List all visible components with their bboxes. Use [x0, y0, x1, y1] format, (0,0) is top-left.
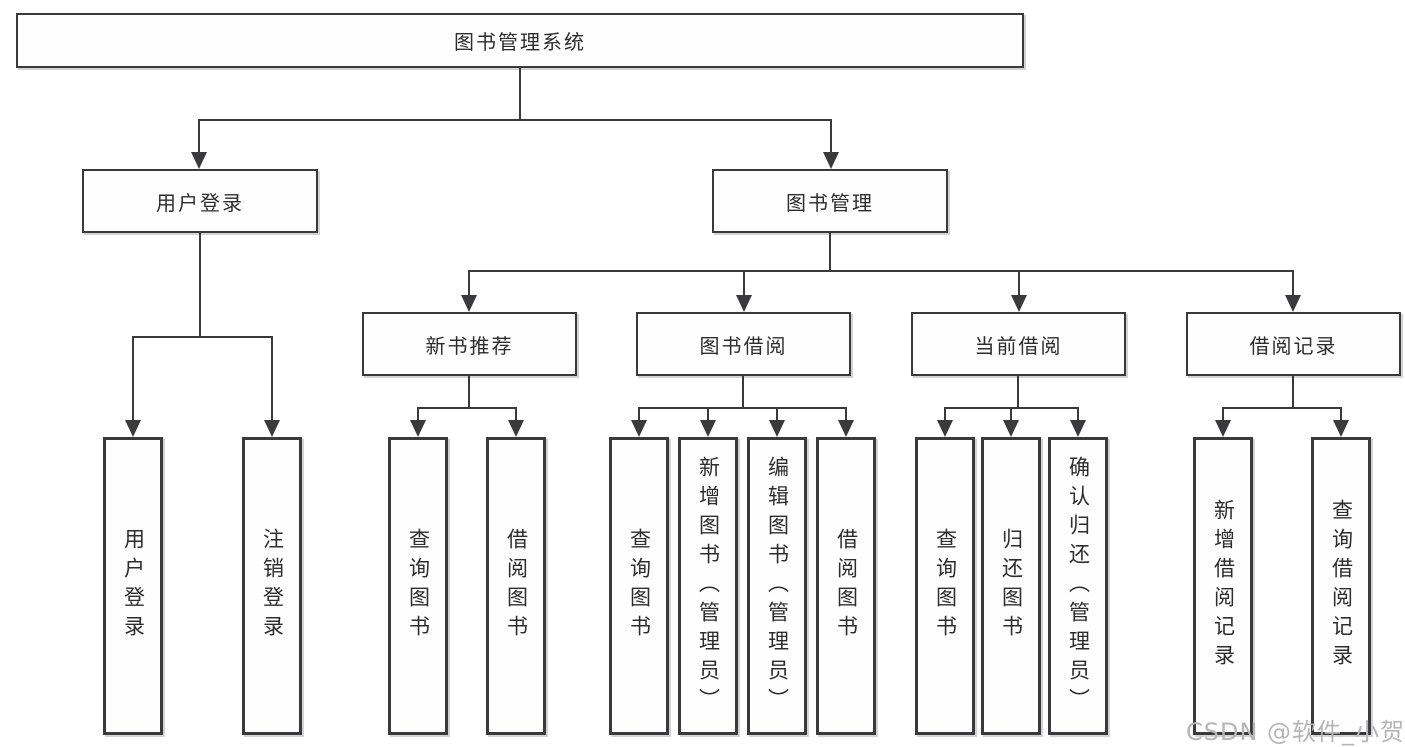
connector-vline — [1077, 407, 1079, 422]
node-book-management: 图书管理 — [712, 169, 948, 233]
arrowhead-down-icon — [410, 420, 426, 437]
leaf-return-books: 归还图书 — [981, 437, 1041, 735]
connector-vline — [468, 375, 470, 409]
leaf-label: 注销登录 — [260, 528, 285, 644]
leaf-query-books-recommend: 查询图书 — [388, 437, 448, 735]
arrowhead-down-icon — [191, 152, 207, 169]
leaf-label: 查询图书 — [627, 528, 652, 644]
connector-vline — [1340, 407, 1342, 422]
arrowhead-down-icon — [1011, 295, 1027, 312]
connector-hline — [468, 270, 1294, 272]
connector-vline — [944, 407, 946, 422]
node-label: 图书管理 — [786, 190, 874, 215]
arrowhead-down-icon — [1285, 295, 1301, 312]
node-new-book-recommendation: 新书推荐 — [362, 312, 577, 376]
arrowhead-down-icon — [736, 295, 752, 312]
arrowhead-down-icon — [1333, 420, 1349, 437]
node-label: 图书管理系统 — [454, 30, 586, 54]
connector-vline — [743, 270, 745, 297]
connector-vline — [515, 407, 517, 422]
leaf-label: 新增图书（管理员） — [696, 455, 721, 717]
connector-vline — [271, 336, 273, 422]
leaf-label: 用户登录 — [121, 528, 146, 644]
node-current-borrowing: 当前借阅 — [911, 312, 1126, 376]
connector-vline — [1010, 407, 1012, 422]
connector-hline — [1222, 407, 1342, 409]
connector-vline — [132, 336, 134, 422]
leaf-logout: 注销登录 — [242, 437, 302, 735]
leaf-query-books-current: 查询图书 — [915, 437, 975, 735]
connector-vline — [468, 270, 470, 297]
connector-hline — [132, 336, 273, 338]
arrowhead-down-icon — [631, 420, 647, 437]
connector-vline — [829, 232, 831, 272]
leaf-label: 归还图书 — [999, 528, 1024, 644]
connector-vline — [830, 119, 832, 154]
node-label: 当前借阅 — [974, 333, 1063, 358]
connector-vline — [1018, 270, 1020, 297]
arrowhead-down-icon — [125, 420, 141, 437]
connector-vline — [845, 407, 847, 422]
connector-vline — [198, 119, 200, 154]
node-label: 借阅记录 — [1249, 333, 1338, 358]
leaf-confirm-return-admin: 确认归还（管理员） — [1048, 437, 1108, 735]
arrowhead-down-icon — [264, 420, 280, 437]
leaf-query-books-borrow: 查询图书 — [609, 437, 669, 735]
leaf-label: 新增借阅记录 — [1211, 499, 1236, 673]
node-user-login: 用户登录 — [82, 169, 318, 233]
arrowhead-down-icon — [823, 152, 839, 169]
node-label: 图书借阅 — [699, 333, 788, 358]
node-book-borrowing: 图书借阅 — [636, 312, 851, 376]
connector-vline — [519, 68, 521, 121]
leaf-borrow-books: 借阅图书 — [816, 437, 876, 735]
leaf-label: 编辑图书（管理员） — [765, 455, 790, 717]
leaf-label: 借阅图书 — [834, 528, 859, 644]
connector-hline — [198, 119, 832, 121]
csdn-watermark: CSDN @软件_小贺同学 — [1186, 718, 1405, 746]
leaf-edit-books-admin: 编辑图书（管理员） — [747, 437, 807, 735]
leaf-label: 借阅图书 — [504, 528, 529, 644]
leaf-user-login: 用户登录 — [103, 437, 163, 735]
node-borrowing-records: 借阅记录 — [1186, 312, 1401, 376]
leaf-query-borrow-record: 查询借阅记录 — [1311, 437, 1371, 735]
connector-hline — [417, 407, 517, 409]
leaf-label: 查询借阅记录 — [1329, 499, 1354, 673]
arrowhead-down-icon — [769, 420, 785, 437]
arrowhead-down-icon — [838, 420, 854, 437]
node-library-management-system: 图书管理系统 — [16, 13, 1024, 68]
connector-vline — [417, 407, 419, 422]
connector-vline — [707, 407, 709, 422]
arrowhead-down-icon — [937, 420, 953, 437]
connector-vline — [742, 375, 744, 409]
leaf-label: 确认归还（管理员） — [1066, 455, 1091, 717]
arrowhead-down-icon — [1215, 420, 1231, 437]
arrowhead-down-icon — [508, 420, 524, 437]
arrowhead-down-icon — [1003, 420, 1019, 437]
connector-hline — [638, 407, 847, 409]
node-label: 新书推荐 — [425, 333, 514, 358]
arrowhead-down-icon — [700, 420, 716, 437]
node-label: 用户登录 — [156, 190, 244, 215]
arrowhead-down-icon — [1070, 420, 1086, 437]
connector-vline — [1292, 375, 1294, 409]
leaf-borrow-books-recommend: 借阅图书 — [486, 437, 546, 735]
leaf-add-borrow-record: 新增借阅记录 — [1193, 437, 1253, 735]
connector-vline — [1017, 375, 1019, 409]
connector-vline — [1222, 407, 1224, 422]
connector-vline — [776, 407, 778, 422]
connector-vline — [638, 407, 640, 422]
connector-vline — [199, 232, 201, 337]
leaf-label: 查询图书 — [406, 528, 431, 644]
connector-vline — [1292, 270, 1294, 297]
leaf-add-books-admin: 新增图书（管理员） — [678, 437, 738, 735]
arrowhead-down-icon — [461, 295, 477, 312]
leaf-label: 查询图书 — [933, 528, 958, 644]
